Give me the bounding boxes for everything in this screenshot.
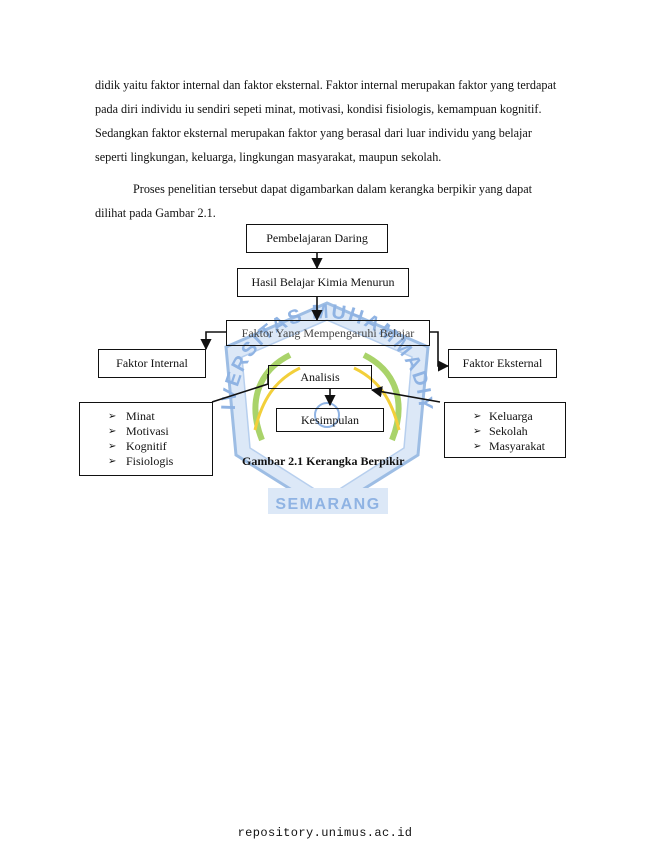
list-item: Minat: [80, 409, 212, 424]
text-line: pada diri individu iu sendiri sepeti min…: [95, 102, 542, 116]
arrow-faktor-to-internal: [200, 331, 226, 351]
list-item: Motivasi: [80, 424, 212, 439]
list-item: Fisiologis: [80, 454, 212, 469]
box-hasil-belajar: Hasil Belajar Kimia Menurun: [237, 268, 409, 297]
list-item: Keluarga: [445, 409, 565, 424]
text-line: Sedangkan faktor eksternal merupakan fak…: [95, 126, 532, 140]
box-faktor-internal: Faktor Internal: [98, 349, 206, 378]
list-item: Masyarakat: [445, 439, 565, 454]
list-faktor-eksternal: Keluarga Sekolah Masyarakat: [444, 402, 566, 458]
box-faktor-belajar: Faktor Yang Mempengaruhi Belajar: [226, 320, 430, 346]
text-line: Proses penelitian tersebut dapat digamba…: [133, 182, 532, 196]
paragraph-faktor-belajar: didik yaitu faktor internal dan faktor e…: [95, 73, 573, 169]
paragraph-proses-penelitian: Proses penelitian tersebut dapat digamba…: [95, 177, 573, 225]
page-footer: repository.unimus.ac.id: [237, 826, 413, 840]
list-item: Kognitif: [80, 439, 212, 454]
text-line: dilihat pada Gambar 2.1.: [95, 206, 216, 220]
arrow-faktor-to-eksternal: [430, 331, 450, 372]
line-internal-to-analisis: [211, 374, 269, 403]
figure-caption: Gambar 2.1 Kerangka Berpikir: [242, 454, 405, 468]
list-faktor-internal: Minat Motivasi Kognitif Fisiologis: [79, 402, 213, 476]
watermark-bottom-text: SEMARANG: [275, 496, 380, 513]
box-kesimpulan: Kesimpulan: [276, 408, 384, 432]
box-pembelajaran-daring: Pembelajaran Daring: [246, 224, 388, 253]
arrow-eksternal-to-analisis: [370, 386, 441, 403]
box-analisis: Analisis: [268, 365, 372, 389]
text-line: seperti lingkungan, keluarga, lingkungan…: [95, 150, 442, 164]
list-item: Sekolah: [445, 424, 565, 439]
box-faktor-eksternal: Faktor Eksternal: [448, 349, 557, 378]
text-line: didik yaitu faktor internal dan faktor e…: [95, 78, 557, 92]
